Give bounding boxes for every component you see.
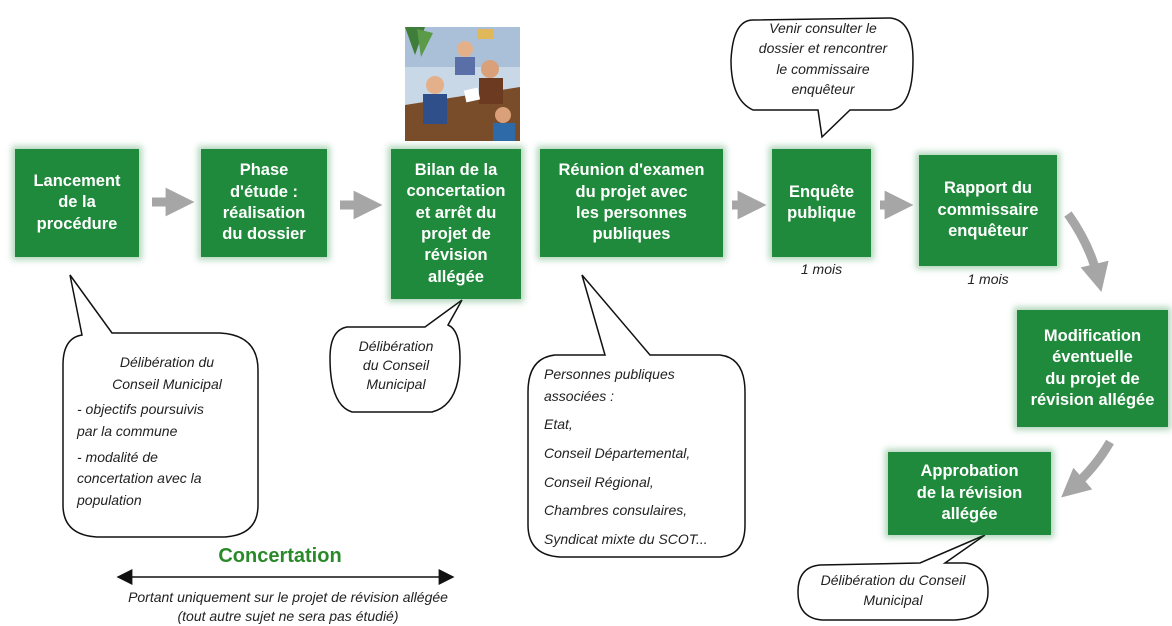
bubble-consulter-text: Venir consulter le dossier et rencontrer… (758, 20, 888, 97)
step-modification: Modification éventuelle du projet de rév… (1017, 310, 1168, 427)
step-lancement: Lancement de la procédure (15, 149, 139, 257)
duration-enquete: 1 mois (800, 261, 843, 277)
bubble-ppa-text: Personnes publiques associées : Etat, Co… (544, 366, 708, 548)
arrow-rapport-modification (1064, 211, 1109, 292)
bubble-consulter-shape (730, 17, 914, 139)
step-bilan: Bilan de la concertation et arrêt du pro… (391, 149, 521, 299)
bubble-ppa-shape (527, 274, 746, 558)
bubble-approbation-text: Délibération du Conseil Municipal (820, 572, 966, 609)
concertation-note: (tout autre sujet ne sera pas étudié) (177, 608, 399, 624)
concertation-scope: Portant uniquement sur le projet de révi… (128, 589, 448, 605)
bubble-lancement-text: Délibération du Conseil Municipal - obje… (77, 354, 222, 509)
step-approbation: Approbation de la révision allégée (888, 452, 1051, 535)
step-rapport: Rapport du commissaire enquêteur (919, 155, 1057, 266)
bubble-bilan-shape (329, 299, 463, 413)
bubble-bilan-text: Délibération du Conseil Municipal (358, 338, 434, 392)
arrow-modification-approbation (1061, 439, 1114, 498)
step-reunion: Réunion d'examen du projet avec les pers… (540, 149, 723, 257)
step-phase-etude: Phase d'étude : réalisation du dossier (201, 149, 327, 257)
concertation-title: Concertation (218, 545, 342, 567)
bubble-approbation-shape (797, 534, 989, 621)
meeting-illustration (405, 27, 520, 141)
step-enquete: Enquête publique (772, 149, 871, 257)
bubble-lancement-shape (62, 274, 259, 538)
duration-rapport: 1 mois (967, 271, 1009, 287)
